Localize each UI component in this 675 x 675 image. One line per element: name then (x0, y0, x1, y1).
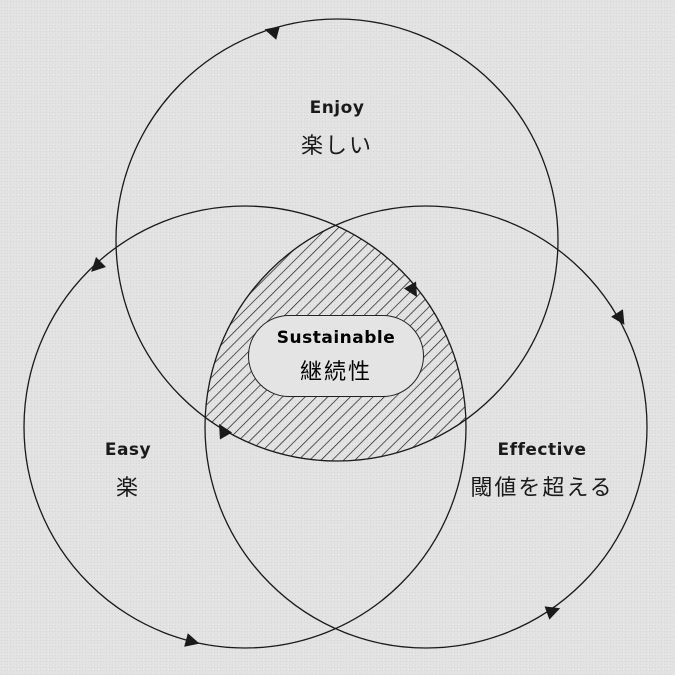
arrow-head-icon (219, 423, 233, 440)
enjoy-label: Enjoy 楽しい (267, 98, 407, 160)
easy-subtitle: 楽 (115, 476, 140, 501)
sustainable-badge: Sustainable 継続性 (248, 315, 424, 397)
effective-circle (204, 205, 648, 649)
easy-circle (23, 205, 467, 649)
easy-title: Easy (104, 440, 152, 460)
sustainable-subtitle: 継続性 (299, 360, 372, 385)
sustainable-title: Sustainable (276, 328, 396, 348)
hatched-intersection (205, 206, 466, 461)
arrow-head-icon (544, 606, 561, 620)
arrow-head-icon (184, 633, 200, 647)
effective-label: Effective 閾値を超える (462, 440, 622, 502)
enjoy-title: Enjoy (309, 98, 365, 118)
arrow-head-icon (264, 26, 280, 40)
effective-subtitle: 閾値を超える (470, 476, 614, 501)
arrow-head-icon (91, 257, 106, 272)
easy-label: Easy 楽 (78, 440, 178, 502)
enjoy-subtitle: 楽しい (300, 134, 373, 159)
arrow-head-icon (611, 309, 625, 325)
enjoy-circle (115, 18, 559, 462)
effective-title: Effective (497, 440, 587, 460)
arrow-head-icon (403, 281, 417, 298)
